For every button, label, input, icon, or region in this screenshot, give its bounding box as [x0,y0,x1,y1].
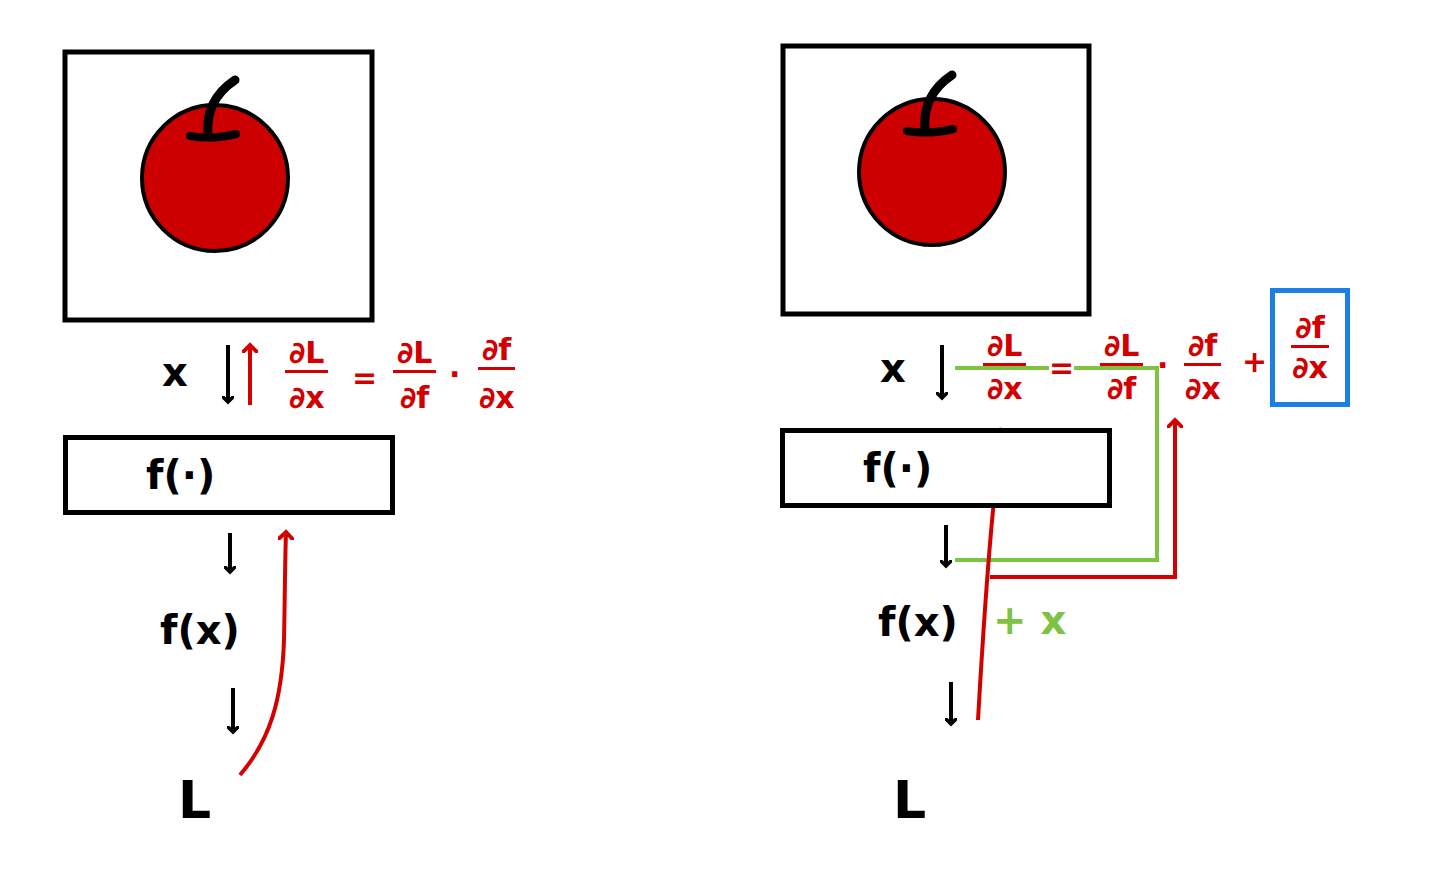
variable-label: L [178,773,211,828]
equation-term: ∂x [289,382,325,414]
equation-term: ∂x [1185,373,1221,405]
variable-label: f(x) [878,601,958,643]
equation-term: ∂f [400,382,429,414]
cherry-stem [208,80,235,135]
fraction-numerator: ∂L [285,337,328,373]
forward-arrow [228,533,232,572]
variable-label: x [162,351,188,393]
cherry-stem [907,129,953,133]
variable-label: + x [993,599,1066,641]
equation-term: ∂x [479,382,515,414]
function-label: f(·) [146,454,215,496]
fraction-numerator: ∂f [1291,312,1328,348]
equation-term: + [1242,346,1267,378]
forward-arrow [231,688,235,732]
fraction-numerator: ∂f [478,334,515,370]
variable-label: f(x) [160,609,240,651]
equation-term: = [352,362,377,394]
variable-label: x [880,347,906,389]
equation-term: · [1157,350,1168,382]
equation-term: · [449,359,460,391]
function-box: f(·) [780,428,1112,508]
image-frame [65,52,372,320]
cherry-stem [190,134,236,138]
equation-term: ∂f [1107,373,1136,405]
fraction-numerator: ∂L [1100,330,1143,366]
fraction-numerator: ∂L [983,330,1026,366]
fraction-numerator: ∂f [1184,330,1221,366]
highlight-box: ∂f ∂x [1270,288,1350,407]
variable-label: L [893,773,926,828]
fraction-denominator: ∂x [1292,352,1328,384]
function-label: f(·) [863,447,932,489]
equation-term: ∂x [987,373,1023,405]
gradient-arrow [240,532,286,775]
forward-arrow [226,345,230,402]
equation-term: = [1049,352,1074,384]
forward-arrow [949,682,953,724]
forward-arrow [944,525,948,566]
image-frame [783,46,1089,314]
function-box: f(·) [63,435,395,515]
cherry [859,99,1005,245]
forward-arrow [940,345,944,398]
gradient-arrow [248,345,252,405]
fraction-numerator: ∂L [393,337,436,373]
cherry-stem [925,75,952,130]
cherry [142,105,288,251]
